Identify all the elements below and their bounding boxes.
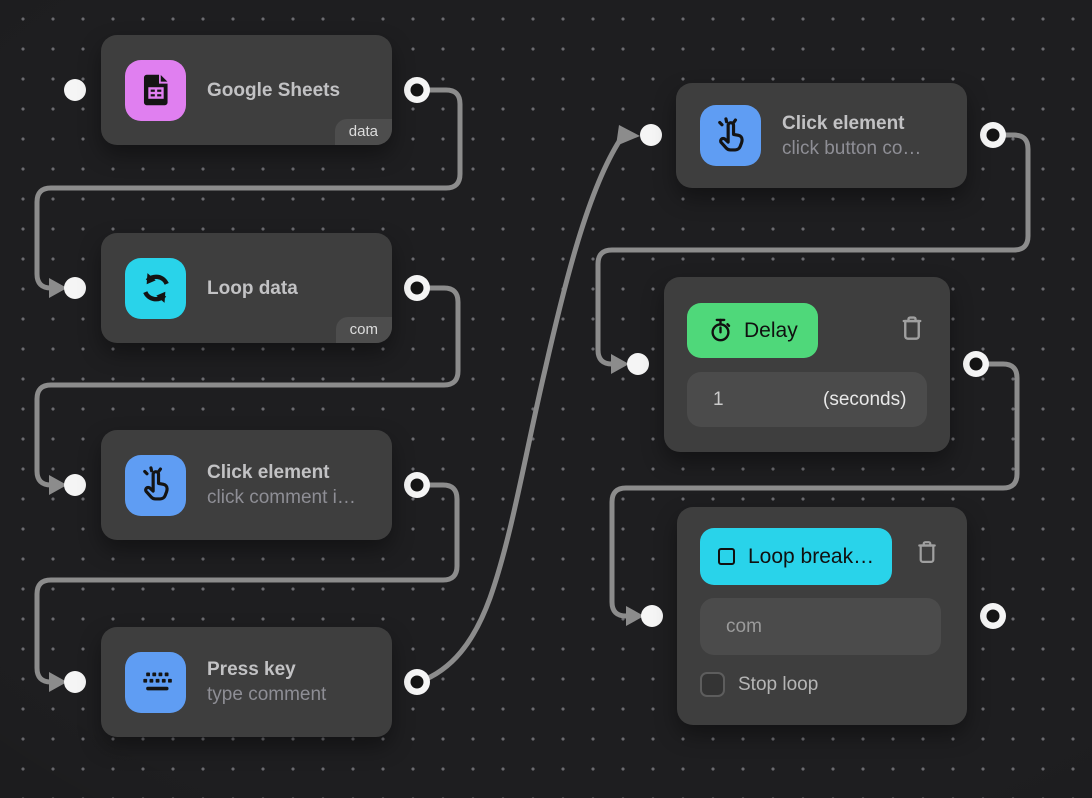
wire-click-element-1-to-press-key: [34, 482, 460, 685]
port-in-loop-break[interactable]: [641, 605, 663, 627]
node-output-badge: data: [334, 119, 392, 145]
node-subtitle: click button co…: [782, 137, 922, 159]
node-title: Google Sheets: [207, 79, 341, 101]
delete-step-button[interactable]: [897, 313, 927, 343]
port-in-click-element-1[interactable]: [64, 474, 86, 496]
port-out-loop-data[interactable]: [404, 275, 430, 301]
stop-loop-label: Stop loop: [738, 673, 819, 695]
loop-break-step-label: Loop break…: [748, 544, 875, 568]
loop-break-step-button[interactable]: Loop break…: [700, 528, 893, 585]
port-out-loop-break[interactable]: [980, 603, 1006, 629]
port-out-press-key[interactable]: [404, 669, 430, 695]
port-in-loop-data[interactable]: [64, 277, 86, 299]
port-in-press-key[interactable]: [64, 671, 86, 693]
stop-loop-option[interactable]: Stop loop: [700, 672, 941, 697]
node-google-sheets[interactable]: Google Sheets data: [101, 35, 392, 145]
wire-arrowhead: [49, 672, 67, 692]
delay-seconds-input[interactable]: [713, 388, 823, 411]
wire-google-sheets-to-loop-data: [34, 87, 463, 291]
port-out-google-sheets[interactable]: [404, 77, 430, 103]
keyboard-icon: [125, 651, 186, 713]
delay-step-button[interactable]: Delay: [687, 303, 818, 358]
loop-arrows-icon: [125, 257, 186, 319]
node-title: Loop data: [207, 277, 298, 299]
wire-delay-to-loop-break: [609, 361, 1020, 619]
wire-click-element-2-to-delay: [595, 132, 1031, 367]
node-loop-data[interactable]: Loop data com: [101, 233, 392, 343]
delay-unit-label: (seconds): [823, 388, 907, 410]
node-title: Click element: [207, 462, 330, 483]
trash-icon: [918, 541, 936, 564]
node-subtitle: type comment: [207, 684, 327, 705]
node-delay[interactable]: Delay (seconds): [664, 277, 950, 452]
tap-click-icon: [125, 454, 186, 516]
wire-arrowhead: [49, 475, 67, 495]
delay-seconds-field[interactable]: (seconds): [687, 372, 927, 427]
port-out-click-element-2[interactable]: [980, 122, 1006, 148]
node-press-key[interactable]: Press key type comment: [101, 627, 392, 737]
loop-break-value-field[interactable]: [700, 598, 941, 655]
delay-step-label: Delay: [744, 318, 798, 342]
node-title: Press key: [207, 659, 296, 680]
node-loop-break[interactable]: Loop break… Stop loop: [677, 507, 967, 725]
spreadsheet-icon: [125, 59, 186, 121]
node-click-element-1[interactable]: Click element click comment i…: [101, 430, 392, 540]
port-out-delay[interactable]: [963, 351, 989, 377]
tap-click-icon: [700, 105, 761, 166]
port-in-delay[interactable]: [627, 353, 649, 375]
port-out-click-element-1[interactable]: [404, 472, 430, 498]
port-in-google-sheets[interactable]: [64, 79, 86, 101]
stop-loop-checkbox[interactable]: [700, 672, 725, 697]
trash-icon: [902, 316, 922, 340]
node-click-element-2[interactable]: Click element click button co…: [676, 83, 967, 188]
wire-arrowhead: [49, 278, 67, 298]
wire-loop-data-to-click-element-1: [34, 285, 461, 488]
loop-break-value-input[interactable]: [726, 615, 906, 638]
delete-step-button[interactable]: [913, 538, 941, 566]
wire-press-key-to-click-element-2: [418, 138, 623, 685]
wire-arrowhead: [611, 354, 629, 374]
port-in-click-element-2[interactable]: [640, 124, 662, 146]
wire-arrowhead: [626, 606, 644, 626]
stopwatch-icon: [707, 317, 734, 344]
node-output-badge: com: [335, 317, 392, 343]
node-title: Click element: [782, 112, 905, 134]
wire-arrowhead: [616, 125, 640, 146]
node-subtitle: click comment i…: [207, 487, 356, 508]
stop-square-icon: [718, 548, 735, 565]
